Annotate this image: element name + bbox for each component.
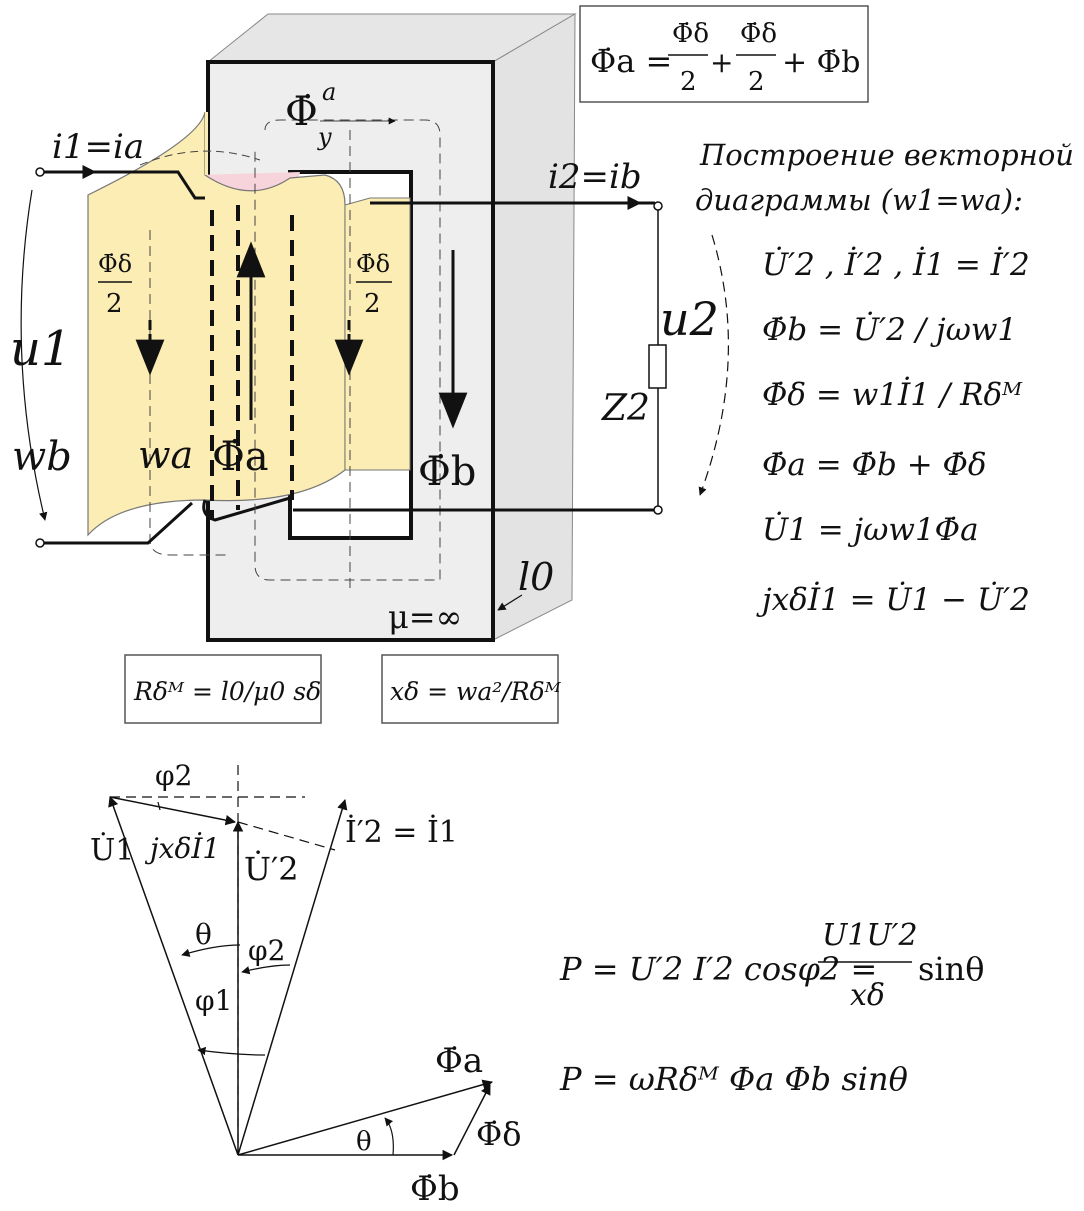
formula-top-box: Φ̇a = Φ̇δ 2 + Φ̇δ 2 + Φ̇b (579, 5, 869, 103)
label-phi-a-core: Φ̇a (212, 434, 269, 480)
jx-phasor (109, 796, 237, 826)
phasor-jx: jxδİ1 (144, 832, 220, 865)
phi-a-phasor (237, 1079, 494, 1156)
rm-box: Rδᴹ = l0/μ0 sδ (124, 654, 322, 724)
phasor-theta: θ (195, 918, 212, 951)
i2-phasor (237, 798, 348, 1156)
u1-phasor (108, 796, 239, 1156)
formula-top-plus1: + (710, 46, 733, 79)
label-u2: u2 (660, 292, 719, 346)
label-phi-y: Φ̇ (285, 89, 318, 135)
xd-box: xδ = wa²/Rδᴹ (381, 654, 562, 724)
rm-formula: Rδᴹ = l0/μ0 sδ (133, 677, 321, 706)
phasor-phi2: φ2 (248, 934, 285, 967)
formula-top-frac1-num: Φ̇δ (672, 19, 709, 49)
construction-line-2: Φ̇b = U̇′2 / jωw1 (762, 311, 1017, 348)
winding-body (87, 111, 346, 537)
power-1-num: U1U′2 (822, 918, 918, 953)
label-wb: wb (12, 434, 72, 480)
formula-top-frac2-num: Φ̇δ (740, 19, 777, 49)
label-l0: l0 (518, 555, 554, 599)
power-2: P = ωRδᴹ Φa Φb sinθ (559, 1060, 908, 1098)
label-phi-b-core: Φ̇b (418, 449, 476, 495)
label-wa: wa (138, 433, 193, 477)
winding (87, 111, 411, 537)
phasor-theta2: θ (356, 1127, 372, 1157)
secondary-circuit (293, 196, 729, 611)
construction-line-3: Φ̇δ = w1İ1 / Rδᴹ (762, 375, 1023, 413)
phasor-i2p: İ′2 = İ1 (345, 814, 458, 850)
winding-right-sheet (344, 197, 411, 471)
label-u1: u1 (10, 321, 71, 377)
winding-flap (205, 112, 208, 175)
phasor-phi-d: Φ̇δ (476, 1115, 522, 1153)
construction-line-5: U̇1 = jωw1Φ̇a (762, 511, 979, 548)
label-phi-d-right-num: Φ̇δ (356, 250, 390, 278)
label-i2: i2=ib (548, 157, 642, 197)
construction-line-6: jxδİ1 = U̇1 − U̇′2 (756, 580, 1030, 618)
label-i1: i1=ia (52, 127, 144, 167)
label-phi-d-right-den: 2 (364, 289, 381, 319)
phasor-phi1: φ1 (195, 984, 232, 1017)
formula-top-frac2-den: 2 (748, 67, 765, 97)
construction-panel: Построение векторной диаграммы (w1=wa): … (695, 138, 1074, 618)
phasor-phi2-top: φ2 (155, 759, 192, 792)
construction-line-1: U̇′2 , İ′2 , İ1 = İ′2 (762, 245, 1030, 283)
power-1-right: sinθ (918, 950, 985, 988)
label-mu: μ=∞ (388, 598, 462, 636)
formula-top-lhs: Φ̇a = (590, 42, 672, 80)
xd-formula: xδ = wa²/Rδᴹ (390, 677, 562, 706)
label-phi-d-left-num: Φ̇δ (98, 250, 132, 278)
phasor-u1: U̇1 (90, 833, 134, 868)
phi-d-phasor (453, 1084, 491, 1156)
phasor-phi-b: Φ̇b (410, 1169, 460, 1209)
formula-top-plus2: + Φ̇b (782, 45, 860, 80)
phasor-phi-a: Φ̇a (435, 1041, 483, 1081)
power-1-den: xδ (850, 978, 885, 1013)
core-right-face (492, 13, 576, 641)
leakage-flux-path (254, 119, 441, 581)
label-phi-d-left-den: 2 (106, 289, 123, 319)
construction-title-2: диаграммы (w1=wa): (695, 183, 1023, 217)
z2-load (648, 344, 667, 389)
construction-title-1: Построение векторной (699, 138, 1074, 172)
power-1-left: P = U′2 I′2 cosφ2 = (559, 950, 877, 988)
phasor-diagram: φ2 U̇1 jxδİ1 U̇′2 İ′2 = İ1 θ φ2 φ1 Φ̇a Φ… (90, 759, 522, 1209)
label-z2: Z2 (601, 388, 650, 429)
core-labels: i1=ia i2=ib u1 u2 Z2 wb wa Φ̇ a y Φ̇a Φ̇… (10, 78, 719, 636)
phasor-u2p: U̇′2 (244, 850, 299, 888)
label-phi-y-sub: y (317, 123, 332, 151)
formula-top-frac1-den: 2 (680, 67, 697, 97)
primary-circuit (20, 165, 205, 548)
power-formulas: P = U′2 I′2 cosφ2 = U1U′2 xδ sinθ P = ωR… (559, 918, 985, 1098)
construction-line-4: Φ̇a = Φ̇b + Φ̇δ (762, 447, 987, 483)
label-phi-y-sup: a (322, 78, 336, 106)
